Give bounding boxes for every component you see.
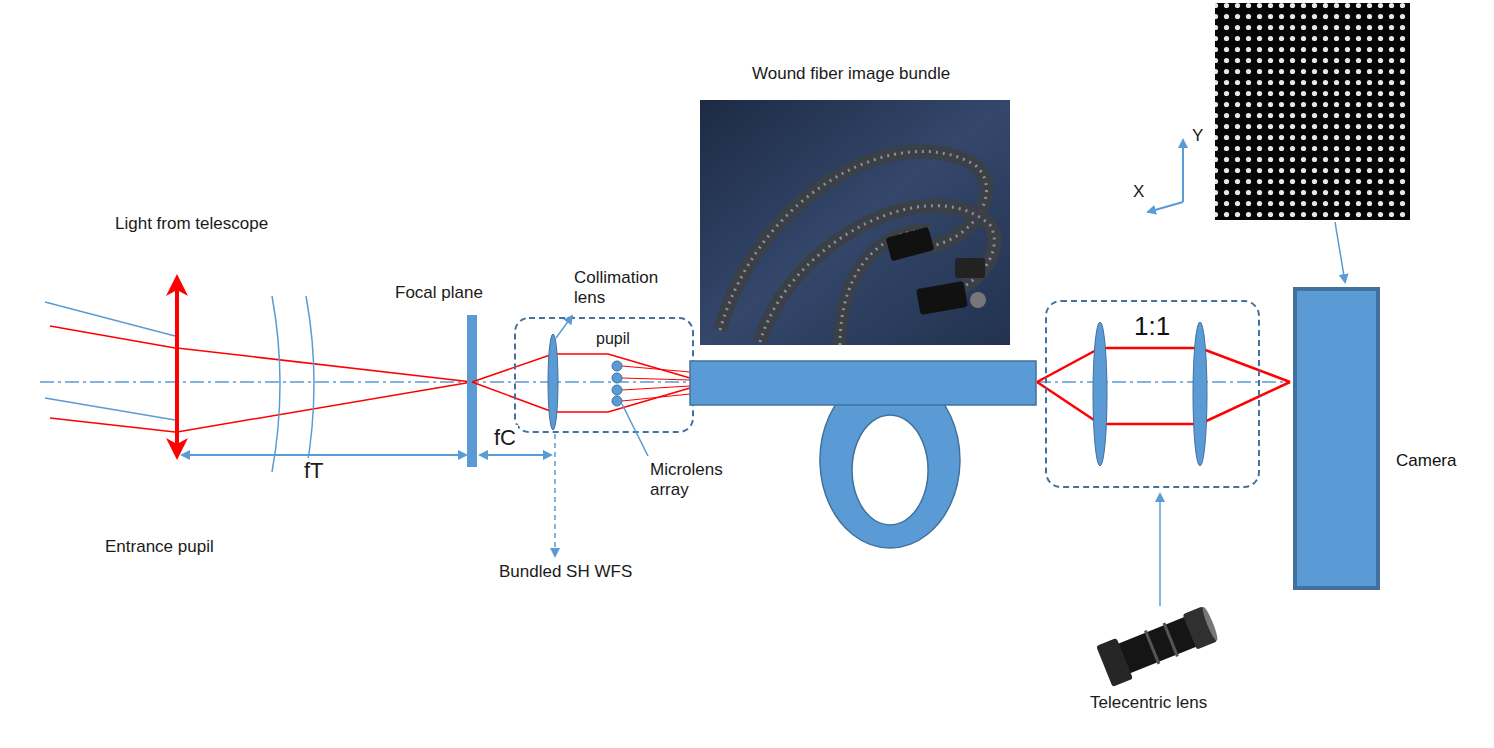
- dimension-line: [480, 454, 551, 456]
- focal-plane: [467, 315, 477, 467]
- fiber-bundle: [690, 361, 1036, 405]
- text-label: X: [1131, 182, 1146, 202]
- axis-arrow: [1182, 140, 1184, 202]
- blue-ray: [45, 398, 175, 420]
- camera-box: Camera: [1293, 287, 1380, 590]
- text-label: Focal plane: [393, 283, 485, 303]
- red-ray: [1100, 347, 1200, 350]
- red-ray: [177, 382, 472, 432]
- leader-line: [1335, 222, 1345, 282]
- dashed-lens-group: 1:1: [1045, 300, 1260, 488]
- microlens: [612, 385, 622, 395]
- lens-symbol: [175, 282, 179, 452]
- red-ray: [1100, 423, 1200, 426]
- leader-line: [556, 316, 572, 338]
- leader-line: [1159, 494, 1161, 606]
- red-ray: [622, 366, 690, 372]
- optical-axis: [1037, 381, 1290, 383]
- red-ray: [622, 386, 690, 390]
- node-text: 1:1: [1132, 312, 1172, 342]
- text-label: fT: [302, 458, 326, 484]
- red-ray: [472, 382, 553, 412]
- dimension-line: [182, 454, 466, 456]
- text-label: Wound fiber image bundle: [750, 64, 952, 84]
- axis-arrow: [1148, 202, 1183, 212]
- text-label: Light from telescope: [113, 214, 270, 234]
- relay-lens: [1193, 322, 1207, 466]
- relay-lens: [1093, 322, 1107, 466]
- text-label: Bundled SH WFS: [497, 562, 634, 582]
- telecentric-photo: [1096, 602, 1221, 687]
- blue-ray: [45, 302, 175, 336]
- text-label: pupil: [594, 330, 632, 349]
- spot-grid: [1215, 3, 1410, 220]
- red-ray: [1200, 382, 1290, 424]
- leader-line: [622, 404, 648, 456]
- red-ray: [50, 418, 175, 432]
- text-label: Entrance pupil: [103, 537, 216, 557]
- collimation-lens: [548, 334, 558, 430]
- text-label: Telecentric lens: [1088, 693, 1209, 713]
- microlens: [612, 361, 622, 371]
- red-ray: [1200, 348, 1290, 382]
- red-ray: [553, 353, 608, 355]
- dashed-group: [515, 318, 693, 432]
- spot-image: [1215, 3, 1410, 220]
- red-ray: [177, 348, 472, 382]
- red-ray: [50, 326, 175, 348]
- text-label: Y: [1190, 126, 1205, 146]
- text-label: Collimation lens: [572, 268, 676, 308]
- microlens: [612, 373, 622, 383]
- microlens: [612, 396, 622, 406]
- text-label: fC: [492, 425, 518, 451]
- wavefront: [272, 296, 280, 472]
- red-ray: [622, 394, 690, 401]
- leader-line: [554, 434, 556, 556]
- fiber-photo: [700, 100, 1010, 345]
- node-text: Camera: [1394, 451, 1458, 471]
- red-ray: [622, 378, 690, 380]
- wavefront: [306, 296, 314, 472]
- optical-axis: [40, 381, 690, 383]
- red-ray: [472, 354, 553, 382]
- text-label: Microlens array: [648, 460, 737, 500]
- red-ray: [553, 411, 608, 413]
